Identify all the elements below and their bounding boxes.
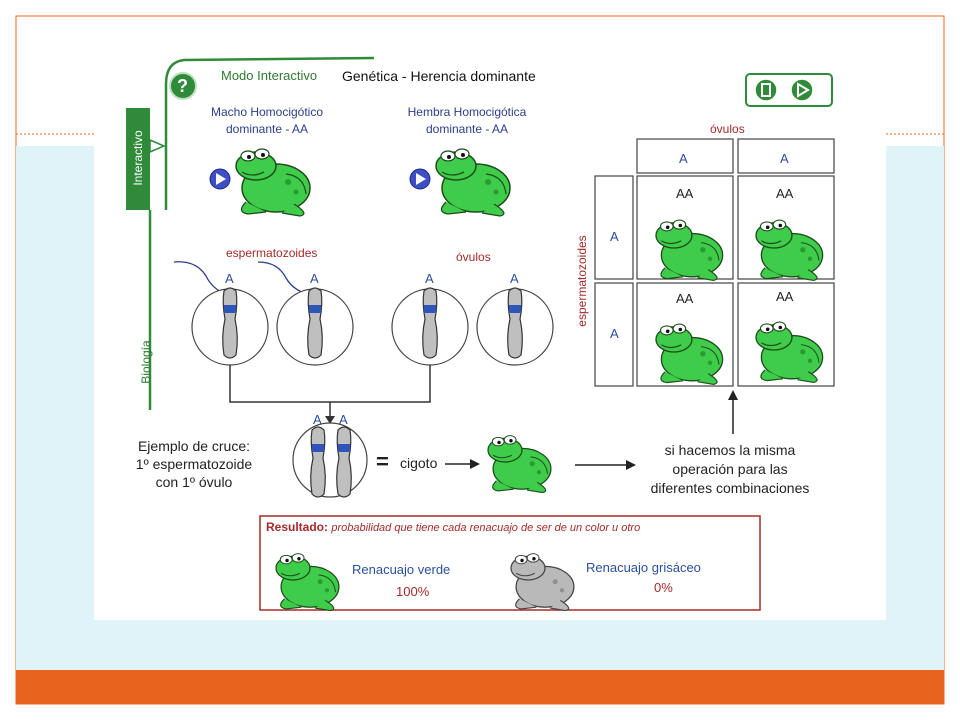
interactive-tab-label[interactable]: Interactivo — [131, 130, 145, 186]
male-parent-label: Macho Homocigótico dominante - AA — [192, 104, 342, 138]
zygote-chromosome-1 — [310, 426, 326, 498]
ovum-chromosome-1 — [422, 287, 438, 359]
example-line2: 1º espermatozoide — [135, 456, 253, 472]
punnett-row-header-text-2: A — [610, 326, 619, 341]
male-label-line1: Macho Homocigótico — [210, 105, 324, 119]
result-subtitle: probabilidad que tiene cada renacuajo de… — [331, 522, 641, 534]
footer-bar — [16, 670, 944, 704]
result-heading: Resultado: probabilidad que tiene cada r… — [266, 520, 640, 534]
zygote-cell — [292, 422, 368, 498]
zygote-allele-1: A — [313, 412, 322, 427]
punnett-row-header-1 — [594, 175, 634, 280]
tab-pointer — [149, 138, 166, 154]
punnett-col-header-2 — [737, 138, 835, 174]
punnett-row-header-text-1: A — [610, 229, 619, 244]
male-label-line2: dominante - AA — [225, 122, 309, 136]
nav-bracket — [164, 56, 375, 210]
pause-icon — [761, 83, 771, 97]
cross-down-arrowhead — [325, 416, 335, 424]
ovum-label: óvulos — [456, 250, 491, 264]
combinations-note: si hacemos la misma operación para las d… — [630, 441, 830, 498]
interactive-tab[interactable] — [126, 108, 150, 210]
punnett-top-label: óvulos — [710, 122, 745, 136]
up-arrowhead — [728, 390, 738, 400]
ovum-allele-2: A — [510, 271, 519, 286]
zygote-allele-2: A — [339, 412, 348, 427]
example-line3: con 1º óvulo — [155, 474, 233, 490]
example-line1: Ejemplo de cruce: — [137, 438, 251, 454]
biology-tab-label: Biología — [139, 340, 153, 384]
punnett-genotype-2: AA — [776, 186, 794, 201]
gray-frog-value: 0% — [654, 580, 673, 595]
ovum-chromosome-2 — [507, 287, 523, 359]
punnett-genotype-3: AA — [676, 291, 694, 306]
female-label-line2: dominante - AA — [425, 122, 509, 136]
green-frog-value: 100% — [396, 584, 430, 599]
zygote-chromosome-2 — [336, 426, 352, 498]
punnett-col-header-text-2: A — [780, 151, 789, 166]
female-label-line1: Hembra Homocigótica — [407, 105, 527, 119]
punnett-col-header-text-1: A — [679, 151, 688, 166]
zygote-label: cigoto — [400, 455, 438, 471]
punnett-row-header-2 — [594, 282, 634, 387]
help-button[interactable] — [169, 72, 197, 100]
play-button[interactable] — [790, 78, 814, 102]
sperm-allele-1: A — [225, 271, 234, 286]
pause-button[interactable] — [754, 78, 778, 102]
gray-frog-label: Renacuajo grisáceo — [586, 560, 701, 575]
punnett-side-label: espermatozoides — [575, 235, 589, 327]
sperm-chromosome-1 — [222, 287, 238, 359]
result-title: Resultado: — [266, 520, 329, 534]
sperm-chromosome-2 — [307, 287, 323, 359]
punnett-col-header-1 — [636, 138, 734, 174]
result-box — [259, 515, 761, 611]
equals-sign: = — [376, 449, 389, 474]
note-line3: diferentes combinaciones — [650, 480, 810, 496]
female-parent-label: Hembra Homocigótica dominante - AA — [392, 104, 542, 138]
note-line1: si hacemos la misma — [664, 442, 796, 458]
mode-label: Modo Interactivo — [221, 68, 318, 83]
help-symbol: ? — [177, 76, 188, 96]
sperm-allele-2: A — [310, 271, 319, 286]
ovum-allele-1: A — [425, 271, 434, 286]
note-line2: operación para las — [672, 461, 788, 477]
cigoto-arrowhead — [470, 459, 480, 469]
female-play-icon — [416, 173, 426, 185]
punnett-genotype-4: AA — [776, 289, 794, 304]
example-label: Ejemplo de cruce: 1º espermatozoide con … — [114, 437, 274, 491]
play-icon — [797, 82, 810, 98]
combinations-arrowhead — [626, 460, 636, 470]
green-frog-label: Renacuajo verde — [352, 562, 451, 577]
page-title: Genética - Herencia dominante — [342, 68, 536, 84]
male-play-icon — [216, 173, 226, 185]
sperm-label: espermatozoides — [226, 246, 318, 260]
punnett-genotype-1: AA — [676, 186, 694, 201]
